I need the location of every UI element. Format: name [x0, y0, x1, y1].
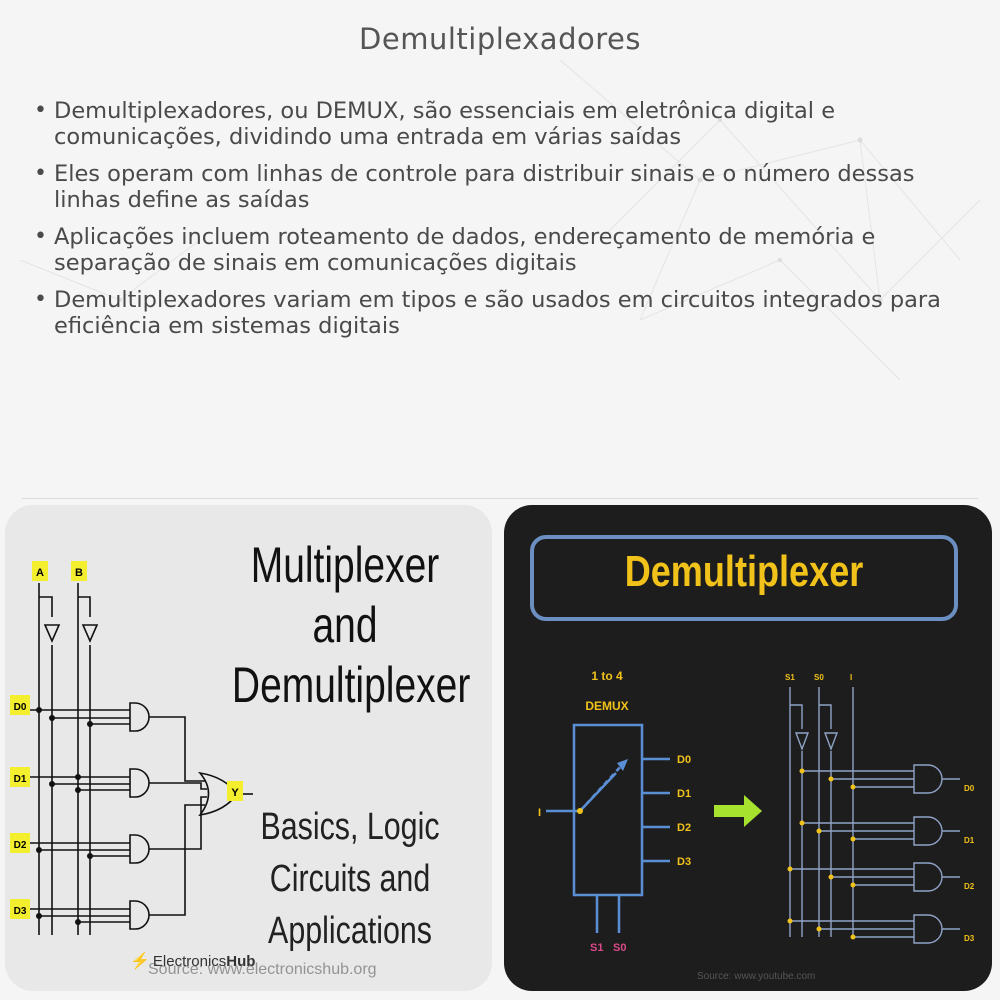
- select-label: S0: [613, 942, 626, 954]
- bullet-dot: •: [34, 224, 47, 249]
- title-line: and: [312, 597, 378, 653]
- gate-output-label: D1: [964, 836, 975, 845]
- block-label: DEMUX: [585, 699, 628, 713]
- title-line: Demultiplexer: [231, 657, 471, 713]
- subtitle-line: Circuits and: [269, 858, 431, 900]
- bullet-item: • Demultiplexadores variam em tipos e são…: [30, 287, 970, 339]
- output-label: D1: [677, 788, 691, 800]
- output-label: D3: [677, 856, 691, 868]
- image-source-credit: Source: www.youtube.com: [697, 971, 816, 982]
- gate-output-label: D0: [964, 784, 975, 793]
- bullet-text: Aplicações incluem roteamento de dados, …: [54, 224, 876, 276]
- select-label: S1: [590, 942, 603, 954]
- gate-select-label: I: [850, 673, 852, 682]
- svg-text:A: A: [36, 567, 44, 579]
- output-label-y: Y: [227, 781, 243, 801]
- input-label-d0: D0: [10, 695, 30, 715]
- bullet-list: • Demultiplexadores, ou DEMUX, são essenc…: [30, 98, 970, 350]
- output-label: D2: [677, 822, 691, 834]
- output-label: D0: [677, 754, 691, 766]
- image-source-credit: Source: www.electronicshub.org: [148, 961, 377, 978]
- lightning-logo-icon: ⚡: [130, 953, 150, 970]
- bullet-dot: •: [34, 98, 47, 123]
- mux-demux-image: A B D0 D1 D2 D3 Y Multiplexer and Demu: [5, 505, 492, 991]
- block-label: 1 to 4: [591, 669, 623, 683]
- subtitle-line: Applications: [268, 910, 432, 952]
- title-line: Multiplexer: [250, 537, 440, 593]
- background-network-pattern: [19, 59, 981, 381]
- demux-title: Demultiplexer: [624, 547, 864, 596]
- electronicshub-logo: ⚡ElectronicsHub: [130, 951, 255, 971]
- svg-text:D3: D3: [14, 906, 27, 917]
- input-label: I: [538, 807, 541, 819]
- logo-text: Electronics: [152, 953, 227, 970]
- gate-output-label: D2: [964, 882, 975, 891]
- page-title: Demultiplexadores: [359, 22, 641, 56]
- gate-select-label: S0: [814, 673, 824, 682]
- demux-title-box: [530, 535, 958, 621]
- svg-text:D2: D2: [14, 840, 27, 851]
- subtitle-line: Basics, Logic: [260, 806, 440, 848]
- demux-circuit-diagram: 1 to 4 DEMUX I D0 D1 D2 D3 S1 S0: [538, 669, 975, 954]
- mux-circuit-diagram: A B D0 D1 D2 D3 Y: [10, 561, 253, 935]
- bullet-dot: •: [34, 161, 47, 186]
- input-label-d3: D3: [10, 899, 30, 919]
- mux-demux-title: Multiplexer and Demultiplexer: [231, 535, 471, 715]
- section-divider: [22, 498, 978, 499]
- select-label-b: B: [71, 561, 87, 581]
- logo-text-bold: Hub: [226, 953, 256, 970]
- bullet-text: Demultiplexadores, ou DEMUX, são essenci…: [54, 98, 836, 150]
- gate-output-label: D3: [964, 934, 975, 943]
- svg-text:D1: D1: [14, 774, 27, 785]
- bullet-item: • Demultiplexadores, ou DEMUX, são essenc…: [30, 98, 970, 150]
- select-label-a: A: [32, 561, 48, 581]
- svg-text:D0: D0: [14, 702, 27, 713]
- input-label-d2: D2: [10, 833, 30, 853]
- bullet-item: • Aplicações incluem roteamento de dados,…: [30, 224, 970, 276]
- gate-select-label: S1: [785, 673, 795, 682]
- demux-image: Demultiplexer 1 to 4 DEMUX I D0 D1 D2 D3: [504, 505, 992, 991]
- svg-text:Y: Y: [231, 787, 239, 799]
- bullet-item: • Eles operam com linhas de controle para…: [30, 161, 970, 213]
- bullet-dot: •: [34, 287, 47, 312]
- right-arrow-icon: [714, 795, 762, 827]
- bullet-text: Eles operam com linhas de controle para …: [54, 161, 915, 213]
- bullet-text: Demultiplexadores variam em tipos e são …: [54, 287, 941, 339]
- svg-text:B: B: [75, 567, 83, 579]
- input-label-d1: D1: [10, 767, 30, 787]
- mux-demux-subtitle: Basics, Logic Circuits and Applications: [258, 801, 442, 957]
